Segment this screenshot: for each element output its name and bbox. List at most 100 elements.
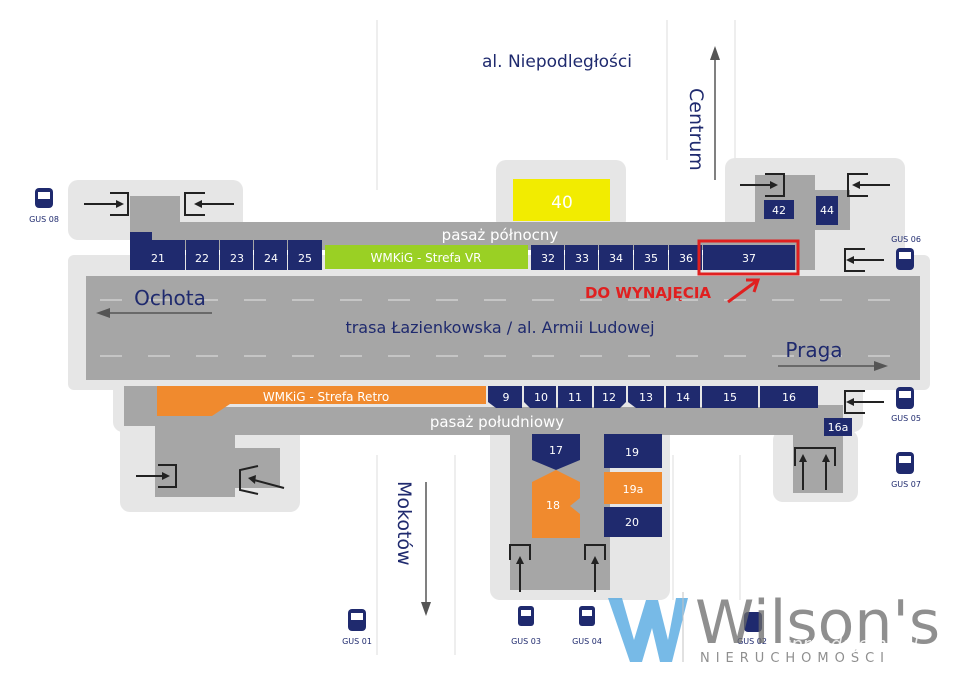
bus-stop-label: GUS 06 <box>891 235 921 244</box>
unit-33[interactable] <box>565 245 598 270</box>
unit-12[interactable] <box>594 386 626 408</box>
unit-25-label: 25 <box>298 252 312 265</box>
entrance-arrow <box>584 544 606 592</box>
bus-stop-gus07: GUS 07 <box>891 452 921 489</box>
unit-18[interactable] <box>532 470 580 538</box>
bus-icon <box>744 612 762 632</box>
bus-stop-gus01: GUS 01 <box>342 609 372 646</box>
entrance-arrow <box>844 248 884 272</box>
entrance-arrow <box>794 447 836 490</box>
unit-44-label: 44 <box>820 204 834 217</box>
street-lines <box>376 20 741 655</box>
entrance-arrow <box>509 544 531 592</box>
brand-tagline: NIERUCHOMOŚCI <box>700 650 890 666</box>
unit-24-label: 24 <box>264 252 278 265</box>
road <box>86 276 920 380</box>
unit-37[interactable] <box>703 245 795 270</box>
bus-stop-gus02: GUS 02 <box>737 612 767 646</box>
unit-20-label: 20 <box>625 516 639 529</box>
zone-retro-label: WMKiG - Strefa Retro <box>263 390 389 404</box>
unit-16a-label: 16a <box>828 421 849 434</box>
unit-32[interactable] <box>531 245 564 270</box>
unit-16-label: 16 <box>782 391 796 404</box>
street-niepodleglosci: al. Niepodległości <box>482 52 632 72</box>
unit-11[interactable] <box>558 386 592 408</box>
unit-25[interactable] <box>288 240 322 270</box>
unit-10[interactable] <box>524 386 556 408</box>
bus-stop-label: GUS 05 <box>891 414 921 423</box>
brand-name: Wilson's <box>695 588 940 658</box>
unit-35[interactable] <box>634 245 668 270</box>
entrance-arrow <box>740 173 785 197</box>
unit-36[interactable] <box>669 245 702 270</box>
unit-18-label: 18 <box>546 499 560 512</box>
bus-stop-label: GUS 01 <box>342 637 372 646</box>
unit-16a[interactable] <box>824 418 852 436</box>
bus-stop-gus05: GUS 05 <box>891 387 921 423</box>
unit-19a-label: 19a <box>623 483 644 496</box>
unit-17[interactable] <box>532 434 580 470</box>
unit-40[interactable] <box>513 179 610 221</box>
south-unit-labels: 9 10 11 12 13 14 15 16 16a <box>503 391 849 434</box>
zone-vr[interactable] <box>325 245 528 269</box>
north-units <box>130 232 795 270</box>
unit-44[interactable] <box>816 196 838 225</box>
unit-13[interactable] <box>628 386 664 408</box>
unit-16[interactable] <box>760 386 818 408</box>
mokotow-label: Mokotów <box>393 481 415 566</box>
unit-37-label: 37 <box>742 252 756 265</box>
callout-text: DO WYNAJĘCIA <box>585 284 711 302</box>
ochota-arrow <box>96 308 212 318</box>
unit-15-label: 15 <box>723 391 737 404</box>
entrance-arrow <box>84 192 129 216</box>
south-units <box>488 386 852 436</box>
entrance-arrow <box>239 465 285 495</box>
unit-19a[interactable] <box>604 472 662 504</box>
wilsons-logo: Wilson's NIERUCHOMOŚCI <box>608 588 940 666</box>
unit-32-label: 32 <box>541 252 555 265</box>
unit-9[interactable] <box>488 386 522 408</box>
unit-19-label: 19 <box>625 446 639 459</box>
entrance-arrows <box>84 173 890 592</box>
unit-21-label: 21 <box>151 252 165 265</box>
unit-9-label: 9 <box>503 391 510 404</box>
unit-34-label: 34 <box>609 252 623 265</box>
unit-42[interactable] <box>764 200 794 219</box>
bus-stop-label: GUS 03 <box>511 637 541 646</box>
unit-42-label: 42 <box>772 204 786 217</box>
callout-arrow <box>727 278 761 304</box>
unit-21[interactable] <box>130 232 185 270</box>
entrance-arrow <box>844 390 884 414</box>
unit-22[interactable] <box>186 240 219 270</box>
zone-retro[interactable] <box>157 386 486 416</box>
unit-24[interactable] <box>254 240 287 270</box>
bus-stop-gus03: GUS 03 <box>511 606 541 646</box>
north-passage-label: pasaż północny <box>442 226 559 244</box>
entrance-arrow <box>184 192 234 216</box>
south-passage-label: pasaż południowy <box>430 413 564 431</box>
bus-stop-label: GUS 02 <box>737 637 767 646</box>
unit-35-label: 35 <box>644 252 658 265</box>
entrance-arrow <box>847 173 890 197</box>
unit-11-label: 11 <box>568 391 582 404</box>
unit-34[interactable] <box>599 245 633 270</box>
unit-23[interactable] <box>220 240 253 270</box>
unit-19[interactable] <box>604 434 662 468</box>
unit-33-label: 33 <box>575 252 589 265</box>
bus-stop-gus08: GUS 08 <box>29 188 59 224</box>
unit-13-label: 13 <box>639 391 653 404</box>
unit-14-label: 14 <box>676 391 690 404</box>
centrum-label: Centrum <box>685 88 707 171</box>
unit-37-highlight <box>697 239 800 276</box>
unit-23-label: 23 <box>230 252 244 265</box>
bus-stop-gus06: GUS 06 <box>891 235 921 270</box>
north-unit-labels: 21 22 23 24 25 WMKiG - Strefa VR 32 33 3… <box>151 251 756 265</box>
unit-14[interactable] <box>666 386 700 408</box>
unit-20[interactable] <box>604 507 662 537</box>
unit-15[interactable] <box>702 386 758 408</box>
watermark-text: sprzedajemy.pl <box>782 634 918 655</box>
bus-stop-label: GUS 04 <box>572 637 602 646</box>
zone-vr-label: WMKiG - Strefa VR <box>371 251 482 265</box>
entrance-arrow <box>136 464 177 488</box>
